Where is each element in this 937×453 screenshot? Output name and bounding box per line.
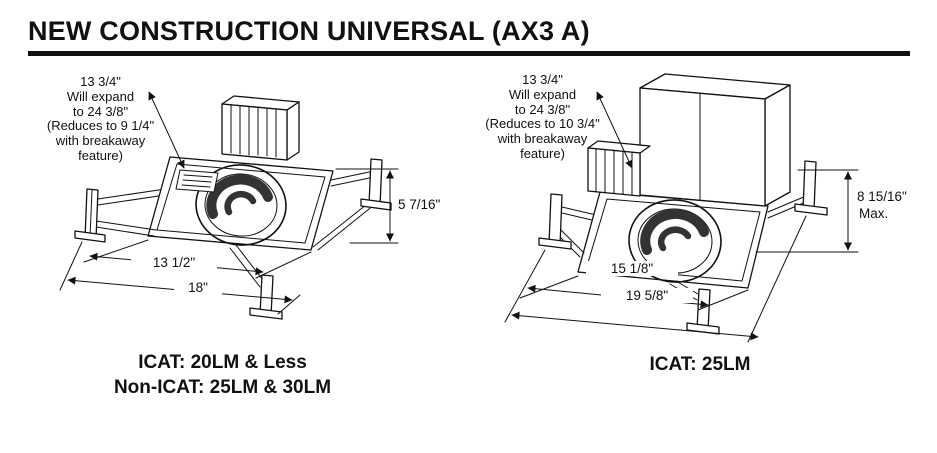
note-line: Will expand [66, 88, 135, 104]
right-nailer-bracket-right [794, 160, 828, 216]
note-line: with breakaway [55, 133, 146, 149]
title-rule [28, 51, 910, 56]
note-line: (Reduces to 9 1/4" [46, 118, 155, 134]
left-expand-note: 13 3/4" Will expand to 24 3/8" (Reduces … [28, 74, 173, 164]
right-housing-box [639, 73, 791, 207]
left-figure-caption: ICAT: 20LM & Less Non-ICAT: 25LM & 30LM [90, 350, 355, 400]
left-vent-plate [175, 169, 219, 193]
left-housing-drawing [59, 91, 399, 320]
note-line: Will expand [508, 86, 577, 102]
right-expand-note: 13 3/4" Will expand to 24 3/8" (Reduces … [470, 72, 615, 162]
caption-line: Non-ICAT: 25LM & 30LM [113, 377, 332, 398]
left-nailer-bracket-left [74, 188, 106, 243]
left-nailer-bracket-right [360, 158, 392, 211]
right-housing-drawing [504, 73, 859, 343]
note-line: feature) [520, 145, 565, 161]
left-junction-box [221, 95, 300, 161]
left-aperture-ring [195, 164, 287, 246]
caption-line: ICAT: 20LM & Less [138, 352, 307, 373]
note-line: to 24 3/8" [514, 101, 571, 117]
right-aperture-ring [628, 199, 722, 283]
right-outer-width-dimension: 19 5/8" [601, 288, 693, 303]
left-inner-width-dimension: 13 1/2" [131, 255, 217, 270]
page-title: NEW CONSTRUCTION UNIVERSAL (AX3 A) [28, 16, 590, 46]
left-outer-width-dimension: 18" [174, 280, 222, 295]
caption-line: ICAT: 25LM [649, 354, 751, 375]
note-line: 13 3/4" [522, 72, 563, 87]
right-dimension-lines [504, 91, 859, 343]
note-line: to 24 3/8" [72, 103, 129, 119]
right-height-dimension: 8 15/16" [855, 189, 909, 204]
note-line: 13 3/4" [80, 74, 121, 89]
right-figure-caption: ICAT: 25LM [595, 352, 805, 377]
note-line: with breakaway [497, 131, 588, 147]
note-line: (Reduces to 10 3/4" [485, 116, 600, 132]
right-nailer-bracket-left [538, 193, 572, 250]
note-line: feature) [78, 147, 123, 163]
left-height-dimension: 5 7/16" [396, 197, 443, 212]
right-inner-width-dimension: 15 1/8" [586, 261, 678, 276]
right-height-dimension-qualifier: Max. [857, 206, 891, 221]
